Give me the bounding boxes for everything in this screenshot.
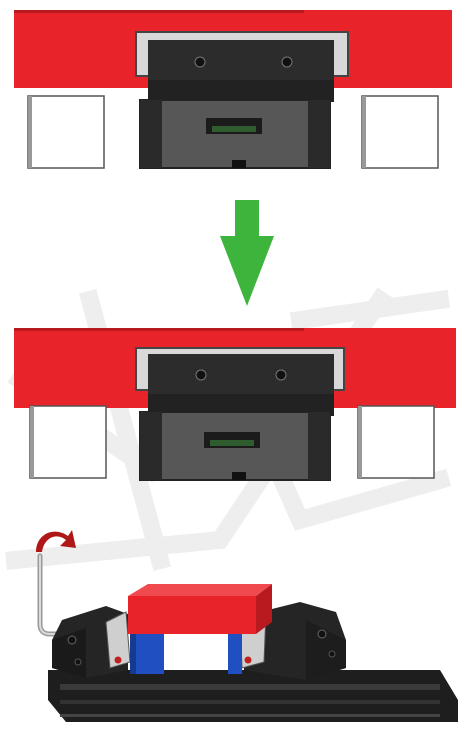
screw-icon [67,635,77,645]
side-block-right [361,95,439,169]
panel-after [14,328,456,481]
rotate-arrow-icon [36,530,76,552]
screw-icon [317,629,327,639]
vise-base [48,670,458,722]
screw-icon [275,369,287,381]
screw-icon [281,56,293,68]
side-block-left [29,405,107,479]
parallel-right [228,632,242,674]
screw-icon [74,658,82,666]
panel-vise [36,530,458,722]
jaw-plate-top [148,40,334,86]
side-block-left [27,95,105,169]
down-arrow-icon [220,200,274,306]
hex-key-icon [37,553,65,637]
screw-icon [195,369,207,381]
workpiece-block [128,584,272,596]
jaw-plate-top [148,354,334,400]
screw-icon [328,650,336,658]
panel-before [14,10,452,169]
screw-icon [194,56,206,68]
side-block-right [357,405,435,479]
